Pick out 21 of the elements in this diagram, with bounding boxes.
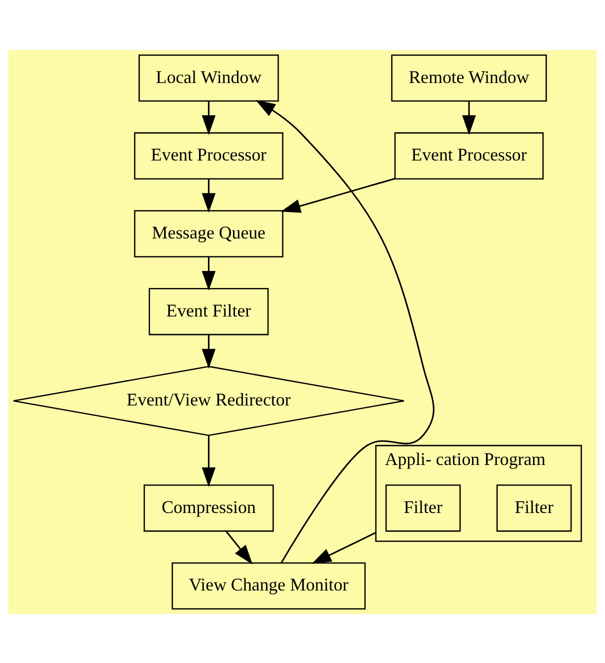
arrow [280,177,395,212]
node-box: Local Window [138,54,279,102]
arrow [256,100,434,562]
arrow [312,531,376,564]
node-box: Filter [385,484,461,532]
arrow [202,435,216,487]
node-box: View Change Monitor [172,562,366,610]
node-diamond: Event/View Redirector [12,365,405,436]
arrow [462,100,476,134]
node-box: Event Processor [134,132,284,180]
node-box: Message Queue [134,210,284,257]
arrow [202,178,216,212]
arrow [202,100,216,134]
node-box: Remote Window [391,54,547,102]
node-box: Compression [144,484,274,532]
node-box: Event Filter [148,287,269,335]
node-box: Filter [496,484,572,532]
arrow [202,256,216,290]
node-box: Event Processor [394,132,544,180]
arrow [225,530,253,564]
arrow [202,334,216,368]
